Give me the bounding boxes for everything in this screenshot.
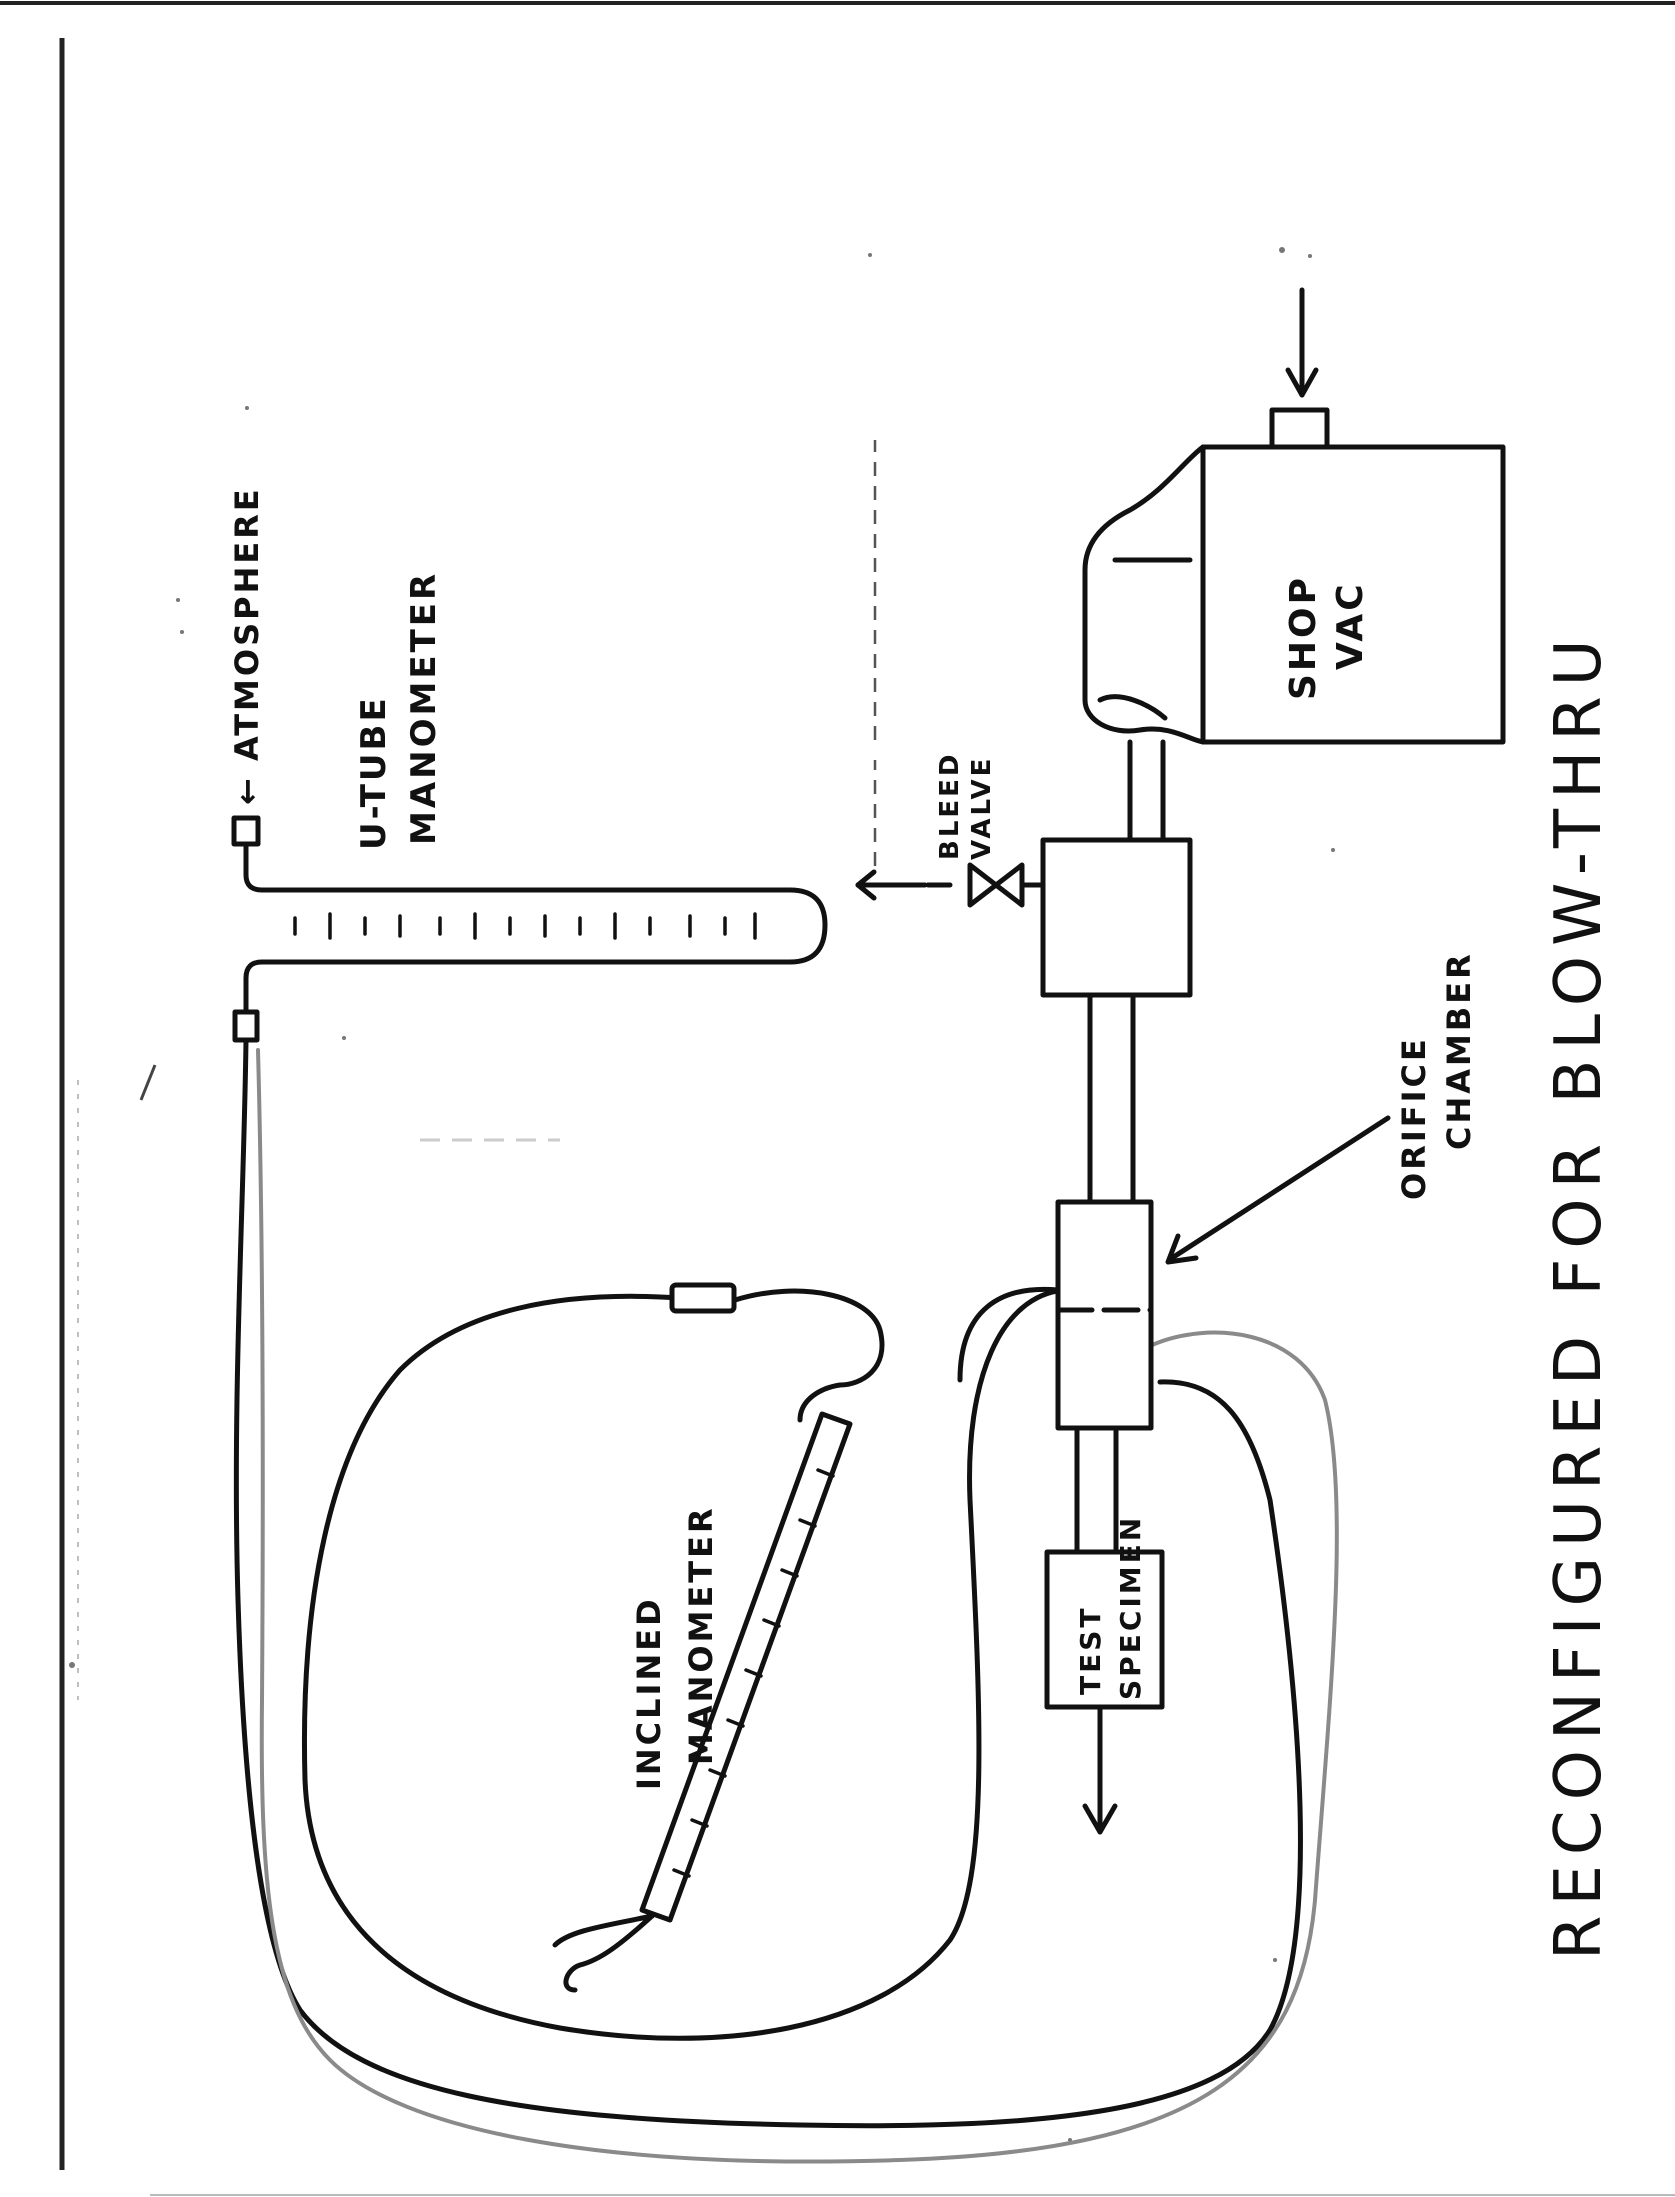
shop-vac-inlet	[1269, 407, 1330, 450]
u-tube-label-line1: U-TUBE	[354, 695, 394, 850]
scan-noise	[69, 247, 1335, 2142]
shop-vac	[1082, 287, 1506, 745]
inclined-tube-connector	[669, 1282, 737, 1314]
bleed-valve-label-line2: VALVE	[967, 756, 997, 860]
exhaust-arrow	[1082, 1704, 1118, 1835]
inclined-manometer-label-line2: MANOMETER	[682, 1505, 720, 1765]
inclined-manometer-gray-line	[256, 1048, 1339, 2164]
orifice-pointer-arrow	[1165, 1115, 1391, 1265]
orifice-chamber	[1055, 1199, 1154, 1431]
u-tube-label-line2: MANOMETER	[404, 571, 444, 845]
shop-vac-label-line2: VAC	[1330, 581, 1371, 670]
inclined-manometer	[302, 1282, 1068, 2041]
bleed-valve-symbol	[855, 862, 1046, 908]
inclined-manometer-label-line1: INCLINED	[630, 1596, 668, 1790]
shop-vac-label-line1: SHOP	[1283, 575, 1324, 700]
test-specimen	[1044, 1549, 1165, 1710]
pipe-run	[1074, 739, 1166, 1555]
bleed-valve-box	[1040, 837, 1193, 998]
atmosphere-label: ← ATMOSPHERE	[228, 486, 266, 805]
u-tube-connector	[232, 1009, 260, 1043]
u-tube-ticks	[293, 912, 757, 940]
test-specimen-label-line2: SPECIMEN	[1114, 1515, 1147, 1700]
test-specimen-label-line1: TEST	[1074, 1606, 1107, 1696]
orifice-chamber-label-line2: CHAMBER	[1440, 951, 1478, 1150]
diagram-title: RECONFIGURED FOR BLOW-THRU	[1542, 629, 1616, 1960]
u-tube-manometer	[231, 815, 828, 1043]
u-tube-pressure-line	[233, 1037, 1303, 2129]
orifice-chamber-label-line1: ORIFICE	[1395, 1036, 1433, 1200]
bleed-valve-label-line1: BLEED	[935, 752, 965, 861]
atmosphere-port	[231, 815, 261, 847]
